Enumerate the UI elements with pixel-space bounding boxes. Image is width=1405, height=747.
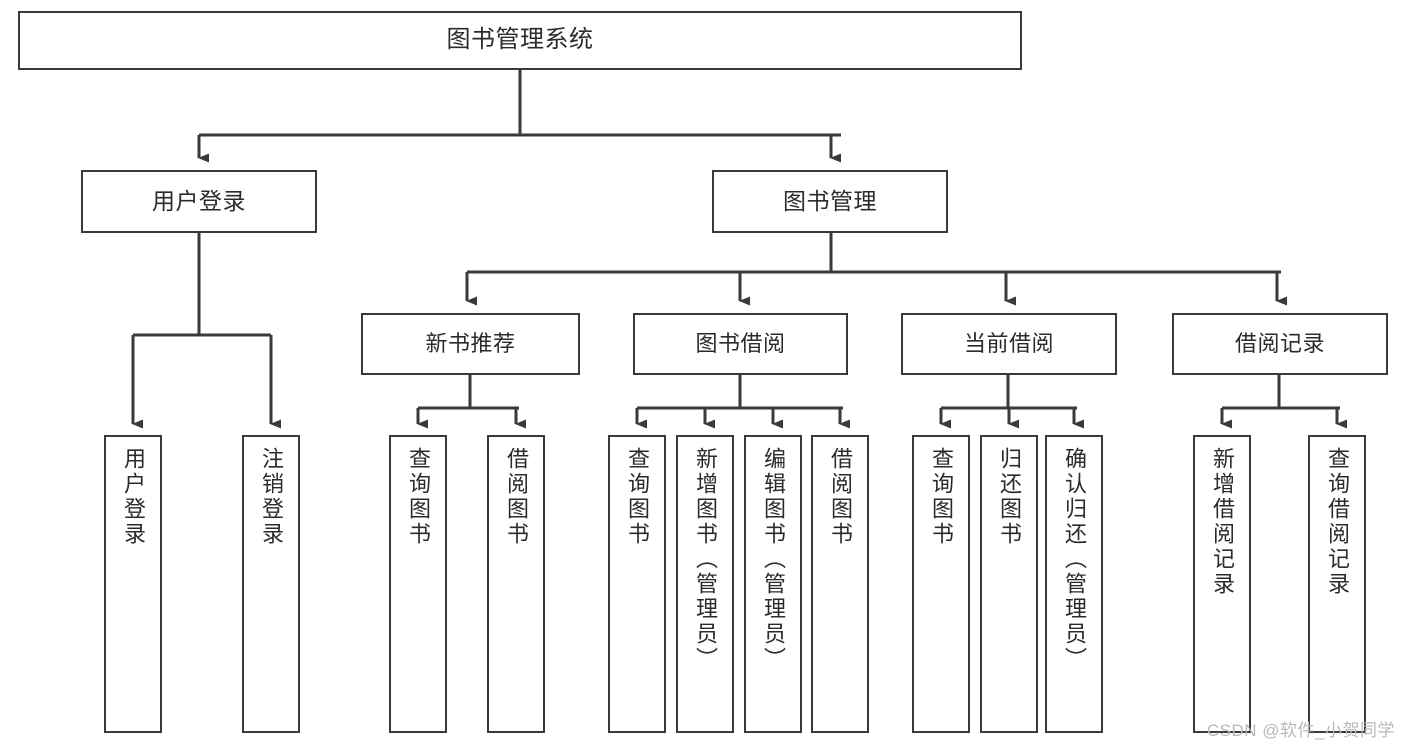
node-leaf-borrow-book-2[interactable]: 借阅图书 (811, 435, 869, 733)
node-leaf-query-book-1[interactable]: 查询图书 (389, 435, 447, 733)
node-leaf-borrow-book-2-label: 借阅图书 (828, 447, 853, 547)
node-borrow-record-label: 借阅记录 (1234, 330, 1325, 356)
node-leaf-add-book[interactable]: 新增图书（管理员） (676, 435, 734, 733)
watermark: CSDN @软件_小贺同学 (1206, 721, 1395, 740)
node-leaf-return-book[interactable]: 归还图书 (980, 435, 1038, 733)
node-current-borrow-label: 当前借阅 (963, 330, 1054, 356)
node-book-borrow-label: 图书借阅 (695, 330, 786, 356)
node-leaf-logout-label: 注销登录 (259, 447, 284, 547)
node-borrow-record[interactable]: 借阅记录 (1172, 313, 1388, 375)
node-book-management-label: 图书管理 (783, 187, 877, 214)
node-leaf-borrow-book-1[interactable]: 借阅图书 (487, 435, 545, 733)
node-leaf-query-book-3[interactable]: 查询图书 (912, 435, 970, 733)
node-leaf-query-record-label: 查询借阅记录 (1325, 447, 1350, 597)
node-leaf-add-record[interactable]: 新增借阅记录 (1193, 435, 1251, 733)
node-leaf-query-book-1-label: 查询图书 (406, 447, 431, 547)
node-leaf-return-book-label: 归还图书 (997, 447, 1022, 547)
node-leaf-borrow-book-1-label: 借阅图书 (504, 447, 529, 547)
node-leaf-edit-book-label: 编辑图书（管理员） (761, 447, 786, 672)
node-current-borrow[interactable]: 当前借阅 (901, 313, 1117, 375)
node-leaf-add-book-label: 新增图书（管理员） (693, 447, 718, 672)
node-leaf-query-book-2[interactable]: 查询图书 (608, 435, 666, 733)
node-user-login-label: 用户登录 (152, 187, 246, 214)
node-leaf-user-login[interactable]: 用户登录 (104, 435, 162, 733)
node-user-login[interactable]: 用户登录 (81, 170, 317, 233)
node-leaf-edit-book[interactable]: 编辑图书（管理员） (744, 435, 802, 733)
node-new-book-recommend-label: 新书推荐 (425, 330, 516, 356)
node-new-book-recommend[interactable]: 新书推荐 (361, 313, 580, 375)
node-root[interactable]: 图书管理系统 (18, 11, 1022, 70)
node-leaf-user-login-label: 用户登录 (121, 447, 146, 547)
node-leaf-add-record-label: 新增借阅记录 (1210, 447, 1235, 597)
node-leaf-logout[interactable]: 注销登录 (242, 435, 300, 733)
node-leaf-confirm-return[interactable]: 确认归还（管理员） (1045, 435, 1103, 733)
node-leaf-query-record[interactable]: 查询借阅记录 (1308, 435, 1366, 733)
node-leaf-query-book-3-label: 查询图书 (929, 447, 954, 547)
node-leaf-confirm-return-label: 确认归还（管理员） (1062, 447, 1087, 672)
node-leaf-query-book-2-label: 查询图书 (625, 447, 650, 547)
node-book-management[interactable]: 图书管理 (712, 170, 948, 233)
node-root-label: 图书管理系统 (446, 26, 594, 54)
node-book-borrow[interactable]: 图书借阅 (633, 313, 848, 375)
